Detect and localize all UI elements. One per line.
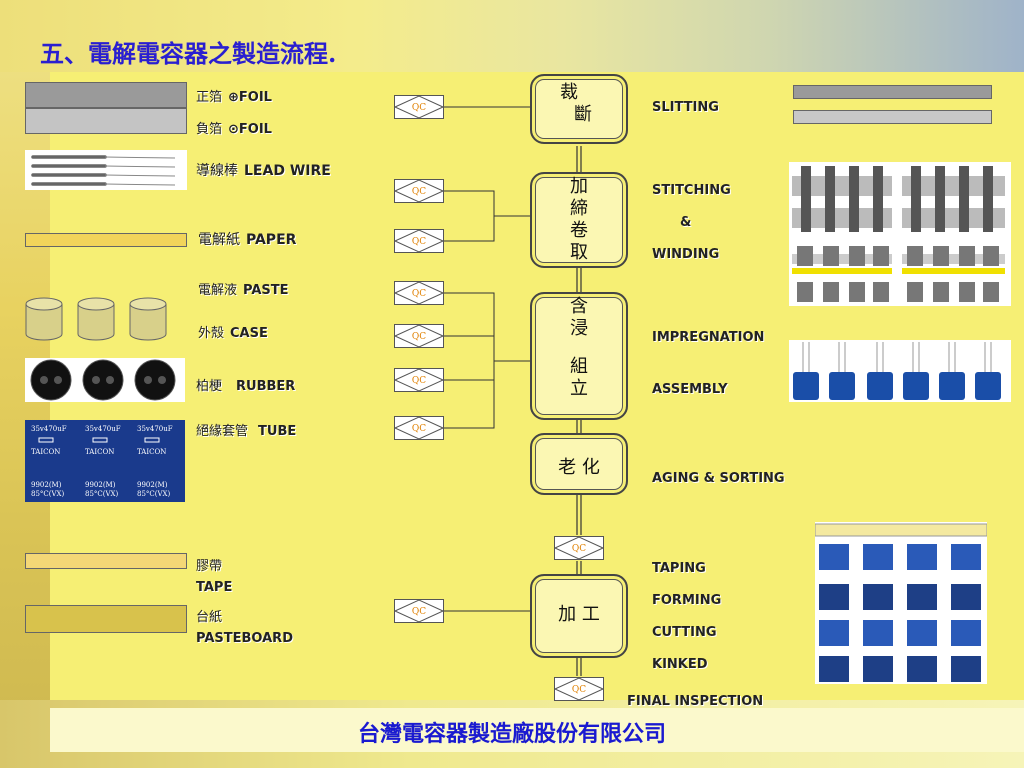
label-positive-foil: 正箔⊕FOIL	[196, 90, 272, 105]
lead-wire-image	[25, 150, 187, 190]
svg-text:QC: QC	[412, 187, 426, 197]
footer-band	[50, 708, 1024, 752]
stage-assembly-line2: 浸	[570, 318, 588, 339]
page-title: 五、電解電容器之製造流程.	[40, 39, 337, 68]
connector-tube-qc	[444, 361, 495, 429]
stage-assembly-line3: 組	[570, 356, 588, 377]
svg-text:85°C(VX): 85°C(VX)	[31, 490, 65, 498]
stage-slitting: 裁 斷	[530, 74, 628, 144]
connector-paste-qc	[444, 292, 530, 362]
svg-text:85°C(VX): 85°C(VX)	[137, 490, 171, 498]
stage-aging: 老 化	[530, 433, 628, 495]
rubber-image	[25, 358, 185, 402]
qc-diamond-foil: QC	[394, 95, 444, 119]
process-assembly: ASSEMBLY	[652, 382, 728, 397]
stage-winding-line4: 取	[570, 242, 588, 263]
connector-leadwire-qc	[444, 190, 530, 217]
svg-text:QC: QC	[412, 376, 426, 386]
svg-text:35v470uF: 35v470uF	[31, 425, 67, 433]
qc-diamond-rubber: QC	[394, 368, 444, 392]
svg-text:TAICON: TAICON	[31, 448, 60, 456]
case-image	[25, 297, 167, 341]
svg-text:QC: QC	[412, 237, 426, 247]
tube-image: 35v470uF 35v470uF 35v470uF TAICON TAICON TAI…	[25, 420, 185, 502]
process-final-inspection: FINAL INSPECTION	[627, 694, 764, 709]
stage-aging-line1: 老 化	[558, 457, 600, 478]
svg-text:9902(M): 9902(M)	[85, 481, 116, 489]
positive-foil-swatch	[25, 82, 187, 108]
stage-assembly-line4: 立	[570, 378, 588, 399]
stage-assembly: 含 浸 組 立	[530, 292, 628, 420]
process-aging: AGING & SORTING	[652, 471, 785, 486]
stage-processing-line1: 加 工	[558, 604, 600, 625]
qc-diamond-leadwire: QC	[394, 179, 444, 203]
qc-diamond-paper: QC	[394, 229, 444, 253]
stage-processing: 加 工	[530, 574, 628, 658]
process-winding: WINDING	[652, 247, 720, 262]
process-taping: TAPING	[652, 561, 706, 576]
taped-capacitors-image	[815, 522, 987, 684]
stage-winding-line3: 卷	[570, 220, 588, 241]
stage-winding: 加 締 卷 取	[530, 172, 628, 268]
label-tape-en: TAPE	[196, 580, 233, 595]
svg-text:TAICON: TAICON	[137, 448, 166, 456]
svg-text:9902(M): 9902(M)	[31, 481, 62, 489]
negative-foil-swatch	[25, 108, 187, 134]
svg-text:QC: QC	[572, 685, 586, 695]
process-slitting: SLITTING	[652, 100, 719, 115]
svg-text:QC: QC	[572, 544, 586, 554]
process-amp: &	[680, 215, 692, 230]
process-cutting: CUTTING	[652, 625, 717, 640]
company-name-footer: 台灣電容器製造廠股份有限公司	[357, 721, 666, 747]
label-pasteboard-en: PASTEBOARD	[196, 631, 293, 646]
connector-paper-qc	[444, 216, 495, 242]
stage-slitting-line2: 斷	[574, 104, 592, 125]
stage-winding-line2: 締	[570, 198, 588, 219]
svg-text:85°C(VX): 85°C(VX)	[85, 490, 119, 498]
assembled-capacitors-image	[789, 340, 1011, 402]
svg-text:9902(M): 9902(M)	[137, 481, 168, 489]
svg-text:35v470uF: 35v470uF	[85, 425, 121, 433]
qc-diamond-final: QC	[554, 677, 604, 701]
label-tape-zh: 膠帶	[196, 559, 223, 574]
qc-diamond-tube: QC	[394, 416, 444, 440]
process-stitching: STITCHING	[652, 183, 731, 198]
process-kinked: KINKED	[652, 657, 708, 672]
stage-assembly-line1: 含	[570, 296, 588, 317]
svg-text:35v470uF: 35v470uF	[137, 425, 173, 433]
winding-elements-image	[789, 162, 1011, 306]
qc-diamond-case: QC	[394, 324, 444, 348]
stage-slitting-line1: 裁	[560, 82, 578, 103]
process-forming: FORMING	[652, 593, 722, 608]
label-negative-foil: 負箔⊙FOIL	[196, 122, 272, 137]
svg-text:QC: QC	[412, 103, 426, 113]
svg-text:TAICON: TAICON	[85, 448, 114, 456]
tape-swatch	[25, 553, 187, 569]
background-top-band	[0, 0, 1024, 72]
stage-winding-line1: 加	[570, 176, 588, 197]
process-impregnation: IMPREGNATION	[652, 330, 765, 345]
qc-diamond-paste: QC	[394, 281, 444, 305]
svg-text:QC: QC	[412, 424, 426, 434]
slit-foil-dark-image	[793, 85, 992, 99]
svg-text:QC: QC	[412, 607, 426, 617]
pasteboard-swatch	[25, 605, 187, 633]
paper-swatch	[25, 233, 187, 247]
label-pasteboard-zh: 台紙	[196, 610, 223, 625]
qc-diamond-aging: QC	[554, 536, 604, 560]
svg-text:QC: QC	[412, 332, 426, 342]
svg-text:QC: QC	[412, 289, 426, 299]
slit-foil-light-image	[793, 110, 992, 124]
qc-diamond-tape: QC	[394, 599, 444, 623]
